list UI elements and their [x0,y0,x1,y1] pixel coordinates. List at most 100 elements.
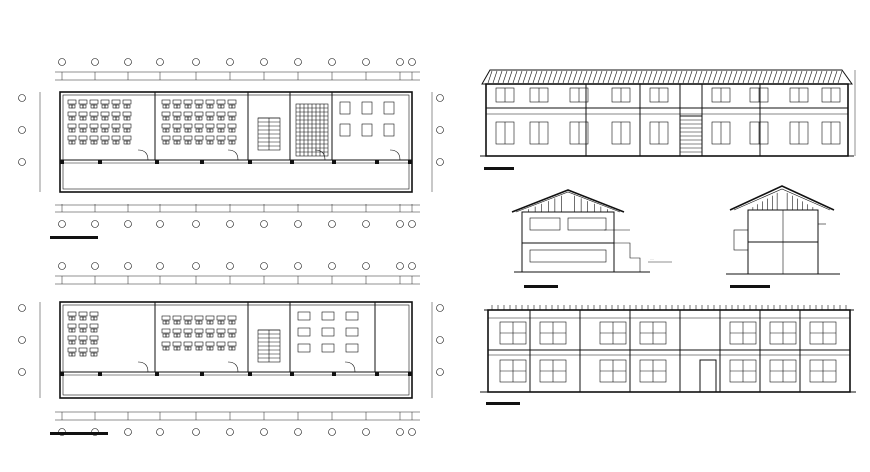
side-elevation-title-mark [730,285,770,288]
chair [184,140,189,145]
chair [217,140,222,145]
chair [82,104,87,109]
chair [217,128,222,133]
chair [209,128,214,133]
chair [93,352,98,357]
grid-axis-bubble [408,428,416,436]
chair [90,116,95,121]
chair [195,140,200,145]
roof-hatch [782,70,788,84]
roof-hatch [507,70,513,84]
column [200,372,204,376]
chair [173,320,178,325]
desk [194,135,204,141]
chair [162,104,167,109]
table [297,327,311,337]
roof-hatch [517,70,523,84]
roof-hatch [542,70,548,84]
chair [93,104,98,109]
svg-text:····: ···· [650,257,654,261]
chair [220,140,225,145]
desk [227,341,237,347]
chair [176,320,181,325]
desk [227,123,237,129]
roof-hatch [832,70,838,84]
grid-axis-bubble [294,428,302,436]
roof-hatch [797,70,803,84]
chair [104,104,109,109]
desk [100,135,110,141]
chair [187,346,192,351]
chair [231,333,236,338]
desk [100,123,110,129]
grid-axis-bubble [156,58,164,66]
chair [112,104,117,109]
chair [104,140,109,145]
desk [161,341,171,347]
grid-axis-bubble [91,262,99,270]
roof-hatch [837,70,843,84]
chair [101,116,106,121]
desk [78,123,88,129]
chair [198,346,203,351]
floor-plan-lower [18,262,444,436]
roof-hatch [617,70,623,84]
chair [198,104,203,109]
roof-hatch [682,70,688,84]
desk [89,323,99,329]
grid-axis-bubble [362,58,370,66]
table [339,123,351,137]
grid-axis-bubble [408,262,416,270]
desk [89,311,99,317]
grid-axis-bubble [124,262,132,270]
chair [184,116,189,121]
desk [122,111,132,117]
desk [161,111,171,117]
desk [227,328,237,334]
roof-hatch [802,70,808,84]
chair [173,104,178,109]
chair [187,140,192,145]
roof-hatch [657,70,663,84]
chair [126,140,131,145]
chair [195,128,200,133]
chair [176,333,181,338]
roof-hatch [737,70,743,84]
table [321,327,335,337]
chair [195,116,200,121]
roof-hatch [787,70,793,84]
chair [228,128,233,133]
chair [206,116,211,121]
column [155,372,159,376]
chair [68,140,73,145]
desk [67,111,77,117]
chair [209,346,214,351]
roof-hatch [612,70,618,84]
desk [194,99,204,105]
table [339,101,351,115]
chair [187,104,192,109]
roof-hatch [622,70,628,84]
chair [68,128,73,133]
chair [79,104,84,109]
grid-axis-bubble [58,262,66,270]
roof-hatch [627,70,633,84]
chair [90,352,95,357]
desk [67,99,77,105]
grid-axis-bubble [124,428,132,436]
grid-axis-bubble [396,58,404,66]
desk [78,111,88,117]
chair [82,128,87,133]
roof-hatch [777,70,783,84]
chair [231,128,236,133]
chair [71,340,76,345]
roof-hatch [512,70,518,84]
grid-axis-bubble [362,220,370,228]
chair [101,140,106,145]
chair [206,320,211,325]
chair [220,346,225,351]
chair [165,346,170,351]
grid-axis-bubble [226,220,234,228]
desk [122,135,132,141]
chair [165,128,170,133]
